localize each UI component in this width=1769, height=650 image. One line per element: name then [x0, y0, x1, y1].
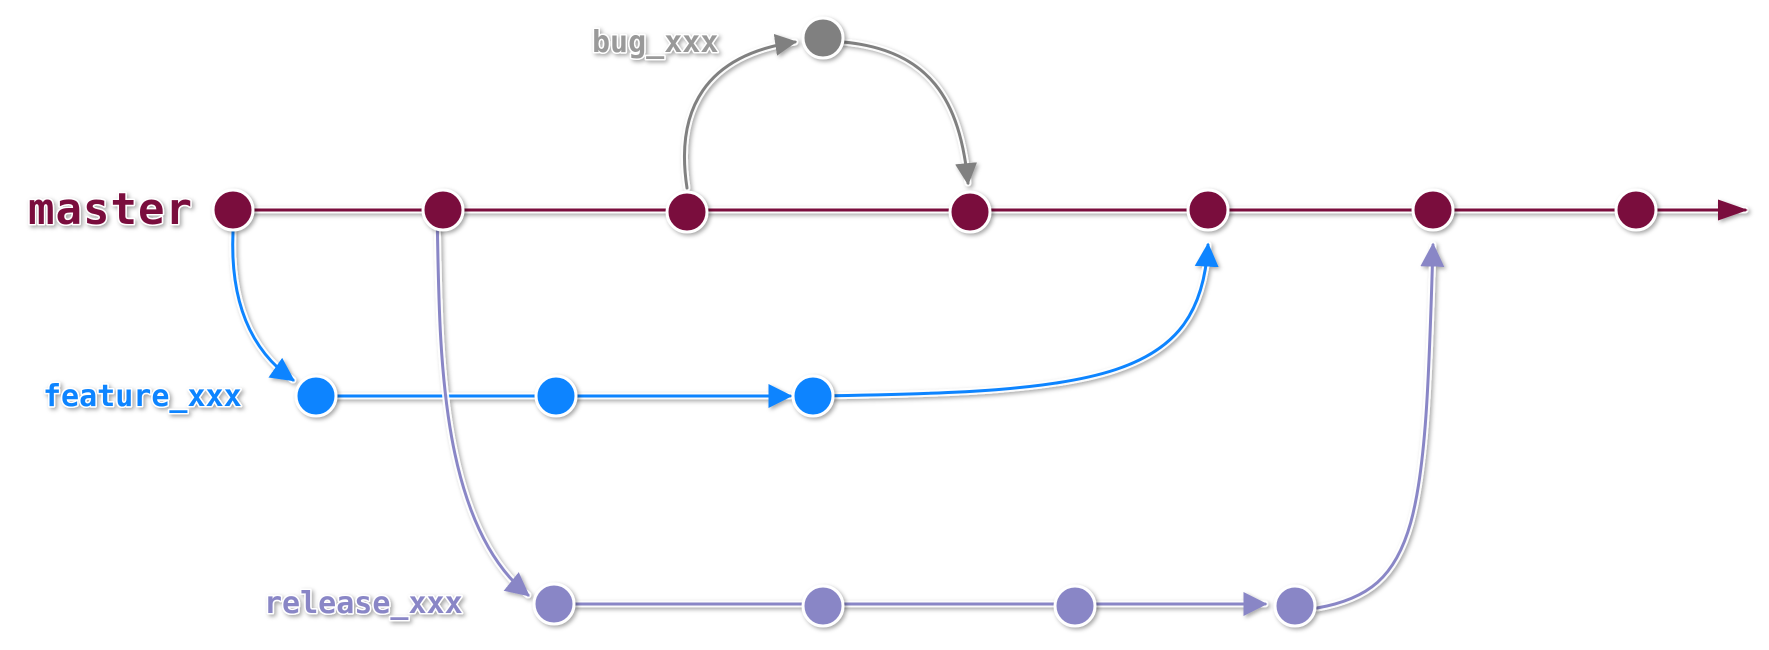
release-label: release_xxx	[264, 586, 463, 621]
feature-label: feature_xxx	[43, 379, 242, 414]
feature-merge-edge	[814, 242, 1219, 398]
feature-commit-3	[791, 374, 835, 418]
edges	[228, 33, 1749, 616]
bug-branch-edge	[683, 33, 798, 190]
bug-branch-edge	[681, 38, 799, 192]
release-commit-1	[532, 582, 576, 626]
bug-commit-1	[801, 16, 845, 60]
master-commit-5	[1186, 188, 1230, 232]
bug-label: bug_xxx	[592, 25, 718, 60]
release-merge-edge	[1313, 241, 1437, 612]
feature-commit-1	[294, 374, 338, 418]
master-commit-6	[1411, 188, 1455, 232]
branch-labels: master bug_xxx feature_xxx release_xxx	[27, 24, 720, 623]
master-commit-2	[421, 188, 465, 232]
release-commit-2	[801, 584, 845, 628]
master-commit-4	[948, 190, 992, 234]
master-commit-3	[665, 190, 709, 234]
commits	[211, 16, 1658, 628]
feature-commit-2	[534, 374, 578, 418]
feature-branch-edge	[231, 230, 295, 382]
bug-merge-edge	[841, 40, 978, 186]
master-commit-1	[211, 188, 255, 232]
release-commit-4	[1273, 584, 1317, 628]
feature-merge-edge	[812, 241, 1212, 400]
release-branch-edge	[435, 210, 530, 597]
master-label: master	[28, 184, 193, 235]
bug-merge-edge	[839, 38, 972, 187]
release-merge-edge	[1315, 242, 1445, 610]
master-commit-7	[1614, 188, 1658, 232]
release-commit-3	[1053, 584, 1097, 628]
